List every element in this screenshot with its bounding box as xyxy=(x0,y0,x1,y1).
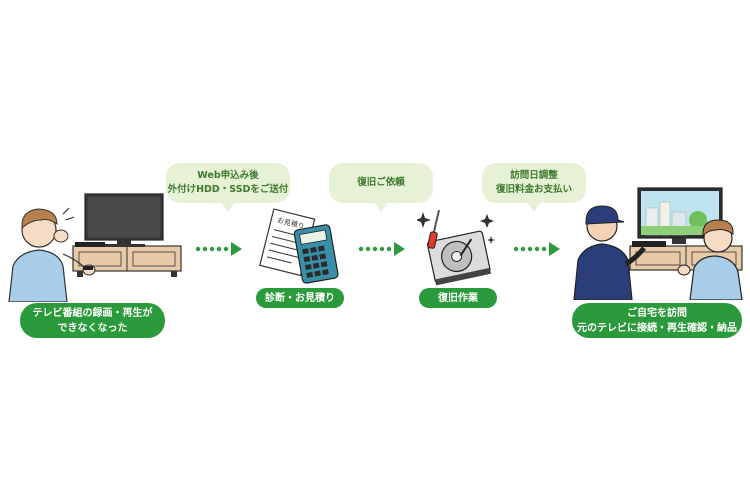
bubble-web-apply: Web申込み後 外付けHDD・SSDをご送付 xyxy=(166,163,290,212)
bubble-web-apply-line2: 外付けHDD・SSDをご送付 xyxy=(167,184,289,195)
bubble-recovery-request-line1: 復旧ご依頼 xyxy=(357,177,405,188)
flow-arrow-2 xyxy=(358,242,405,256)
flow-arrow-3 xyxy=(513,242,560,256)
step-label-delivery: ご自宅を訪問 元のテレビに接続・再生確認・納品 xyxy=(572,303,742,338)
estimate-calculator-illustration: お見積り xyxy=(259,208,339,284)
hard-disk-repair-illustration xyxy=(417,209,495,286)
step-label-recovery-text: 復旧作業 xyxy=(438,292,478,304)
bubble-web-apply-line1: Web申込み後 xyxy=(197,170,259,181)
step-label-delivery-line1: ご自宅を訪問 xyxy=(627,307,687,319)
step-label-delivery-line2: 元のテレビに接続・再生確認・納品 xyxy=(577,322,737,334)
person-watching-tv-illustration xyxy=(8,193,182,302)
step-label-problem-line2: できなくなった xyxy=(57,322,128,334)
step-label-diagnosis: 診断・お見積り xyxy=(256,288,344,308)
step-label-problem: テレビ番組の録画・再生が できなくなった xyxy=(20,303,165,338)
bubble-visit-schedule-line2: 復旧料金お支払い xyxy=(495,184,572,195)
flow-arrow-1 xyxy=(195,242,242,256)
step-label-diagnosis-text: 診断・お見積り xyxy=(265,292,335,304)
step-label-recovery: 復旧作業 xyxy=(419,288,497,308)
bubble-visit-schedule-line1: 訪問日調整 xyxy=(510,170,558,181)
bubble-recovery-request: 復旧ご依頼 xyxy=(329,163,433,212)
technician-visit-illustration xyxy=(573,187,743,300)
step-label-problem-line1: テレビ番組の録画・再生が xyxy=(32,307,153,319)
bubble-visit-schedule: 訪問日調整 復旧料金お支払い xyxy=(482,163,586,212)
